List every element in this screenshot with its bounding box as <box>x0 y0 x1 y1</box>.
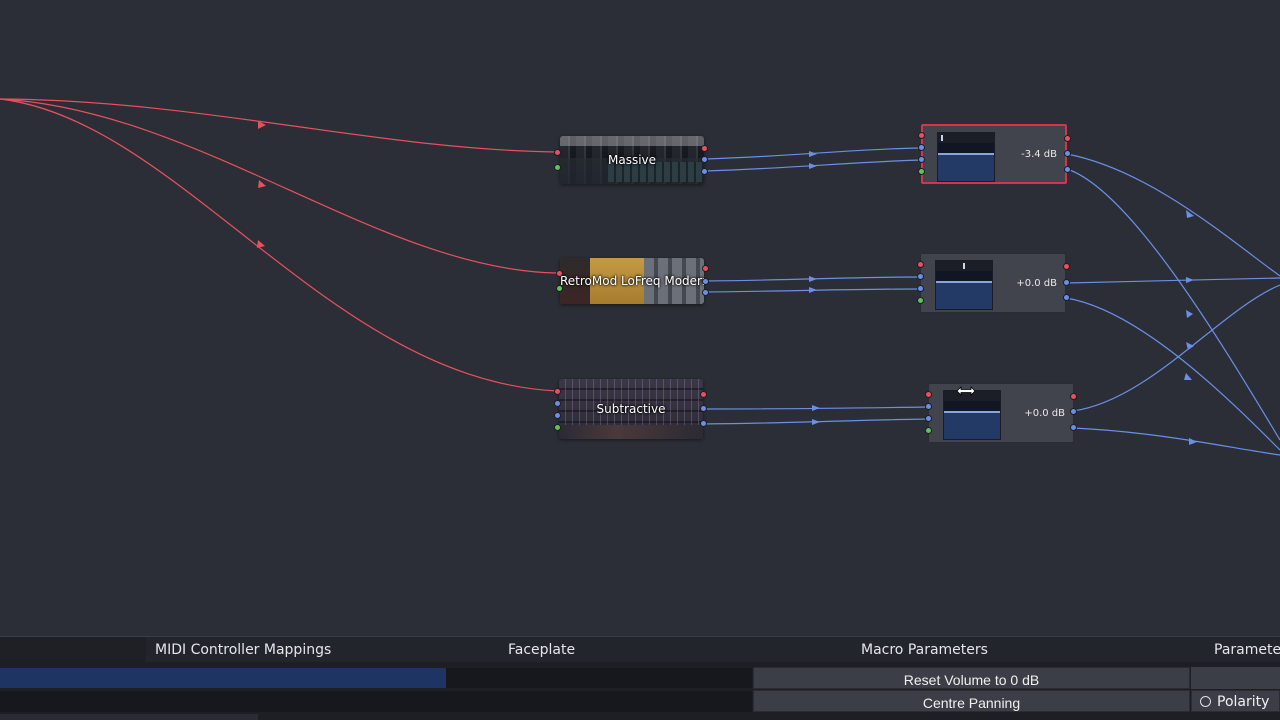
volume-db-readout: -3.4 dB <box>1021 148 1057 160</box>
plugin-node-retromod[interactable]: RetroMod LoFreq Modern <box>560 258 704 304</box>
midi-out-pin[interactable] <box>702 265 709 272</box>
audio-out-pin[interactable] <box>1064 166 1071 173</box>
midi-in-pin[interactable] <box>917 261 924 268</box>
audio-out-pin[interactable] <box>701 156 708 163</box>
control-in-pin[interactable] <box>554 424 561 431</box>
audio-out-pin[interactable] <box>1063 294 1070 301</box>
plugin-node-subtractive[interactable]: Subtractive <box>559 379 703 439</box>
midi-in-pin[interactable] <box>925 391 932 398</box>
node-graph-canvas[interactable]: Massive RetroMod LoFreq Modern Subtracti… <box>0 0 1280 636</box>
midi-arrow <box>257 240 265 248</box>
midi-out-pin[interactable] <box>1070 393 1077 400</box>
audio-in-pin[interactable] <box>925 403 932 410</box>
tab-faceplate[interactable]: Faceplate <box>508 642 576 658</box>
control-in-pin[interactable] <box>918 168 925 175</box>
level-meter <box>937 132 995 182</box>
polarity-label: Polarity <box>1217 694 1270 710</box>
midi-out-pin[interactable] <box>1063 263 1070 270</box>
audio-out-pin[interactable] <box>701 168 708 175</box>
audio-out-pin[interactable] <box>702 278 709 285</box>
midi-wire-subtractive <box>0 98 558 392</box>
radio-icon <box>1200 696 1211 707</box>
resize-cursor-icon <box>956 386 976 396</box>
plugin-label: Massive <box>607 153 657 167</box>
audio-out-pin[interactable] <box>700 405 707 412</box>
panel-tab-bar: MIDI Controller Mappings Faceplate Macro… <box>0 636 1280 663</box>
level-meter <box>943 390 1001 440</box>
row-spacer <box>1191 667 1280 689</box>
audio-in-pin[interactable] <box>918 156 925 163</box>
audio-out-pin[interactable] <box>1064 150 1071 157</box>
audio-out-pin[interactable] <box>1070 424 1077 431</box>
midi-in-pin[interactable] <box>918 132 925 139</box>
midi-arrow <box>258 121 266 129</box>
audio-in-pin[interactable] <box>554 400 561 407</box>
midi-arrow <box>258 180 266 188</box>
volume-node[interactable]: +0.0 dB <box>928 383 1074 443</box>
level-meter <box>935 260 993 310</box>
audio-in-pin[interactable] <box>925 415 932 422</box>
control-in-pin[interactable] <box>556 285 563 292</box>
audio-out-pin[interactable] <box>1070 408 1077 415</box>
volume-slider[interactable] <box>0 668 752 688</box>
midi-in-pin[interactable] <box>554 149 561 156</box>
tab-parameters[interactable]: Parameters <box>1214 642 1280 658</box>
panel-divider <box>0 714 258 720</box>
audio-in-pin[interactable] <box>918 144 925 151</box>
plugin-node-massive[interactable]: Massive <box>560 136 704 184</box>
plugin-label: RetroMod LoFreq Modern <box>560 274 704 288</box>
volume-db-readout: +0.0 dB <box>1016 277 1057 289</box>
action-panel: Reset Volume to 0 dB Centre Panning Pola… <box>0 662 1280 720</box>
audio-in-pin[interactable] <box>917 285 924 292</box>
polarity-toggle[interactable]: Polarity <box>1191 690 1280 712</box>
panning-slider[interactable] <box>0 691 752 712</box>
plugin-label: Subtractive <box>596 402 666 416</box>
control-in-pin[interactable] <box>917 297 924 304</box>
tab-midi-controller-mappings[interactable]: MIDI Controller Mappings <box>155 642 332 658</box>
tab-macro-parameters[interactable]: Macro Parameters <box>861 642 988 658</box>
midi-out-pin[interactable] <box>700 391 707 398</box>
audio-out-pin[interactable] <box>702 289 709 296</box>
audio-out-pin[interactable] <box>1063 279 1070 286</box>
midi-wire-massive <box>0 98 558 153</box>
audio-in-pin[interactable] <box>917 273 924 280</box>
control-in-pin[interactable] <box>925 427 932 434</box>
midi-in-pin[interactable] <box>556 270 563 277</box>
tab-placeholder[interactable] <box>0 637 146 663</box>
midi-in-pin[interactable] <box>554 388 561 395</box>
wire-layer <box>0 98 1280 456</box>
volume-db-readout: +0.0 dB <box>1024 407 1065 419</box>
audio-in-pin[interactable] <box>554 412 561 419</box>
audio-out-pin[interactable] <box>700 420 707 427</box>
control-in-pin[interactable] <box>554 164 561 171</box>
midi-wire-retromod <box>0 98 558 274</box>
midi-out-pin[interactable] <box>1064 135 1071 142</box>
centre-panning-button[interactable]: Centre Panning <box>753 690 1190 712</box>
midi-out-pin[interactable] <box>701 145 708 152</box>
reset-volume-button[interactable]: Reset Volume to 0 dB <box>753 667 1190 689</box>
volume-node[interactable]: +0.0 dB <box>920 253 1066 313</box>
volume-node[interactable]: -3.4 dB <box>921 124 1067 184</box>
volume-slider-fill <box>0 668 446 688</box>
